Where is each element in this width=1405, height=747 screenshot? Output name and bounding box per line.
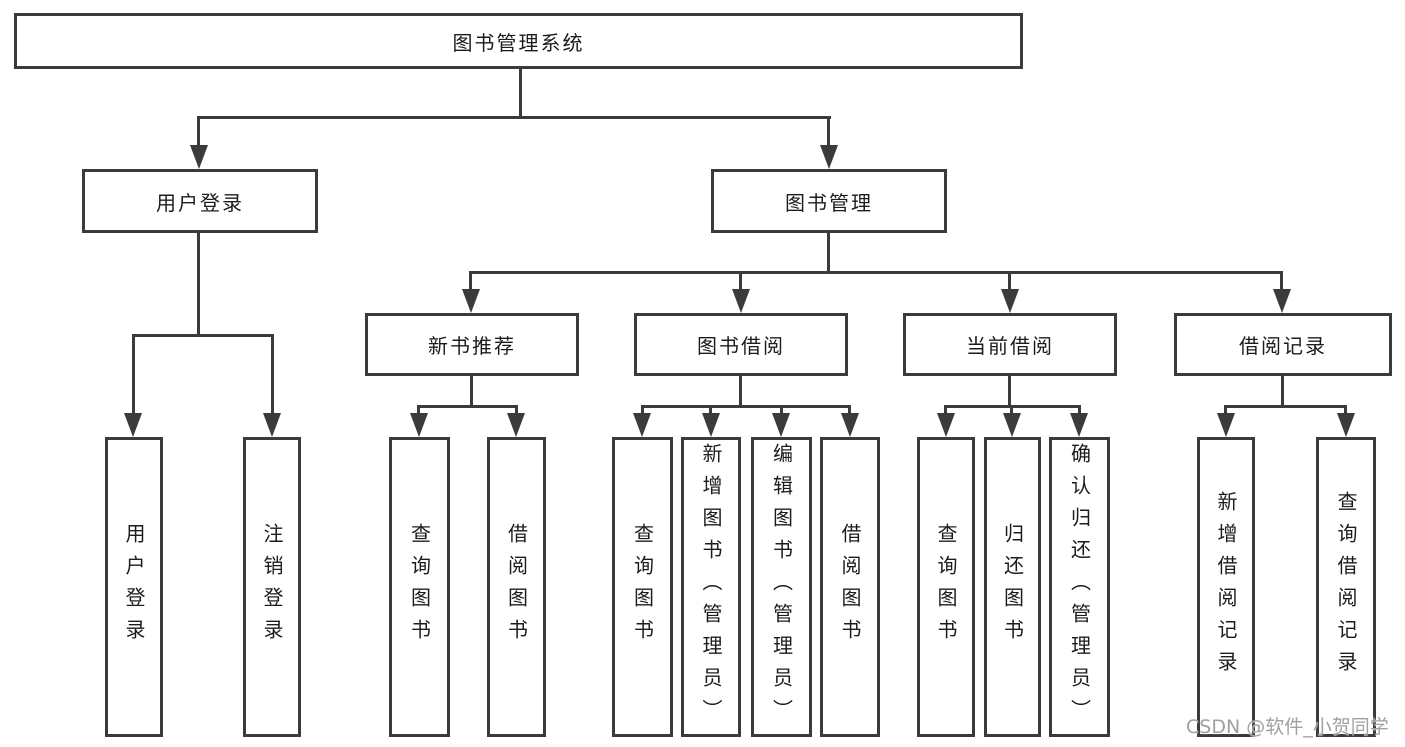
arrow-down-icon [633, 413, 651, 437]
arrow-down-icon [1217, 413, 1235, 437]
node-borrowing-records: 借阅记录 [1174, 313, 1392, 376]
arrow-down-icon [462, 289, 480, 313]
connector-rail [417, 405, 518, 408]
leaf-label: 确认归还（管理员） [1067, 443, 1092, 731]
leaf-label: 用户登录 [122, 523, 146, 651]
arrow-down-icon [820, 145, 838, 169]
arrow-down-icon [410, 413, 428, 437]
leaf-label: 新增借阅记录 [1214, 491, 1238, 683]
connector-leaf-stem [417, 405, 420, 418]
connector-leaf-stem [1224, 405, 1227, 418]
connector-leaf-stem [641, 405, 644, 418]
arrow-down-icon [732, 289, 750, 313]
connector-drop [1281, 376, 1284, 407]
connector-leaf-stem [515, 405, 518, 418]
leaf-add-borrow-record: 新增借阅记录 [1197, 437, 1255, 737]
connector-leaf-stem [1344, 405, 1347, 418]
connector-root-drop [519, 68, 522, 119]
leaf-edit-book-admin: 编辑图书（管理员） [751, 437, 812, 737]
connector-user-login-rail [132, 334, 274, 337]
node-book-borrowing: 图书借阅 [634, 313, 848, 376]
connector-book-mgmt-drop [827, 233, 830, 274]
connector-borrow-record-stem [1280, 271, 1283, 291]
connector-leaf-stem [1078, 405, 1081, 418]
leaf-query-borrow-record: 查询借阅记录 [1316, 437, 1376, 737]
leaf-confirm-return-admin: 确认归还（管理员） [1049, 437, 1110, 737]
node-label: 新书推荐 [428, 334, 516, 358]
leaf-label: 注销登录 [260, 523, 284, 651]
node-new-book-recommend: 新书推荐 [365, 313, 579, 376]
arrow-down-icon [702, 413, 720, 437]
leaf-label: 查询图书 [934, 523, 958, 651]
arrow-down-icon [1070, 413, 1088, 437]
connector-leaf-stem [271, 334, 274, 416]
connector-drop [1008, 376, 1011, 407]
csdn-watermark: CSDN @软件_小贺同学 [1186, 716, 1389, 738]
connector-user-login-drop [197, 233, 200, 336]
arrow-down-icon [263, 413, 281, 437]
connector-rail [1224, 405, 1347, 408]
leaf-label: 查询借阅记录 [1334, 491, 1358, 683]
node-label: 当前借阅 [966, 334, 1054, 358]
leaf-query-books-current: 查询图书 [917, 437, 975, 737]
connector-drop [739, 376, 742, 407]
arrow-down-icon [507, 413, 525, 437]
connector-book-borrow-stem [739, 271, 742, 291]
leaf-logout: 注销登录 [243, 437, 301, 737]
connector-new-book-stem [469, 271, 472, 291]
connector-leaf-stem [1010, 405, 1013, 418]
node-book-management: 图书管理 [711, 169, 947, 233]
connector-drop [470, 376, 473, 407]
connector-current-borrow-stem [1008, 271, 1011, 291]
leaf-borrow-books-recommend: 借阅图书 [487, 437, 546, 737]
arrow-down-icon [1003, 413, 1021, 437]
leaf-label: 归还图书 [1000, 523, 1025, 651]
node-library-management-system: 图书管理系统 [14, 13, 1023, 69]
connector-user-login-stem [197, 116, 200, 148]
connector-leaf-stem [709, 405, 712, 418]
node-label: 用户登录 [156, 190, 244, 215]
node-label: 借阅记录 [1239, 334, 1327, 358]
connector-rail [641, 405, 851, 408]
connector-level3-rail [469, 271, 1283, 274]
connector-leaf-stem [780, 405, 783, 418]
leaf-user-login: 用户登录 [105, 437, 163, 737]
arrow-down-icon [190, 145, 208, 169]
connector-leaf-stem [132, 334, 135, 416]
arrow-down-icon [937, 413, 955, 437]
leaf-borrow-books-borrowing: 借阅图书 [820, 437, 880, 737]
leaf-label: 借阅图书 [838, 523, 862, 651]
node-user-login: 用户登录 [82, 169, 318, 233]
node-label: 图书借阅 [697, 334, 785, 358]
connector-level2-rail [197, 116, 831, 119]
connector-leaf-stem [848, 405, 851, 418]
arrow-down-icon [1273, 289, 1291, 313]
leaf-label: 新增图书（管理员） [699, 443, 723, 731]
leaf-add-book-admin: 新增图书（管理员） [681, 437, 741, 737]
node-label: 图书管理 [785, 190, 873, 215]
leaf-return-book: 归还图书 [984, 437, 1041, 737]
connector-book-mgmt-stem [827, 116, 830, 148]
node-current-borrowing: 当前借阅 [903, 313, 1117, 376]
arrow-down-icon [124, 413, 142, 437]
arrow-down-icon [772, 413, 790, 437]
arrow-down-icon [841, 413, 859, 437]
leaf-label: 编辑图书（管理员） [769, 443, 794, 731]
connector-leaf-stem [944, 405, 947, 418]
leaf-query-books-recommend: 查询图书 [389, 437, 450, 737]
leaf-label: 借阅图书 [504, 523, 529, 651]
arrow-down-icon [1001, 289, 1019, 313]
node-label: 图书管理系统 [452, 30, 585, 55]
leaf-query-books-borrowing: 查询图书 [612, 437, 673, 737]
arrow-down-icon [1337, 413, 1355, 437]
leaf-label: 查询图书 [630, 523, 655, 651]
leaf-label: 查询图书 [407, 523, 432, 651]
